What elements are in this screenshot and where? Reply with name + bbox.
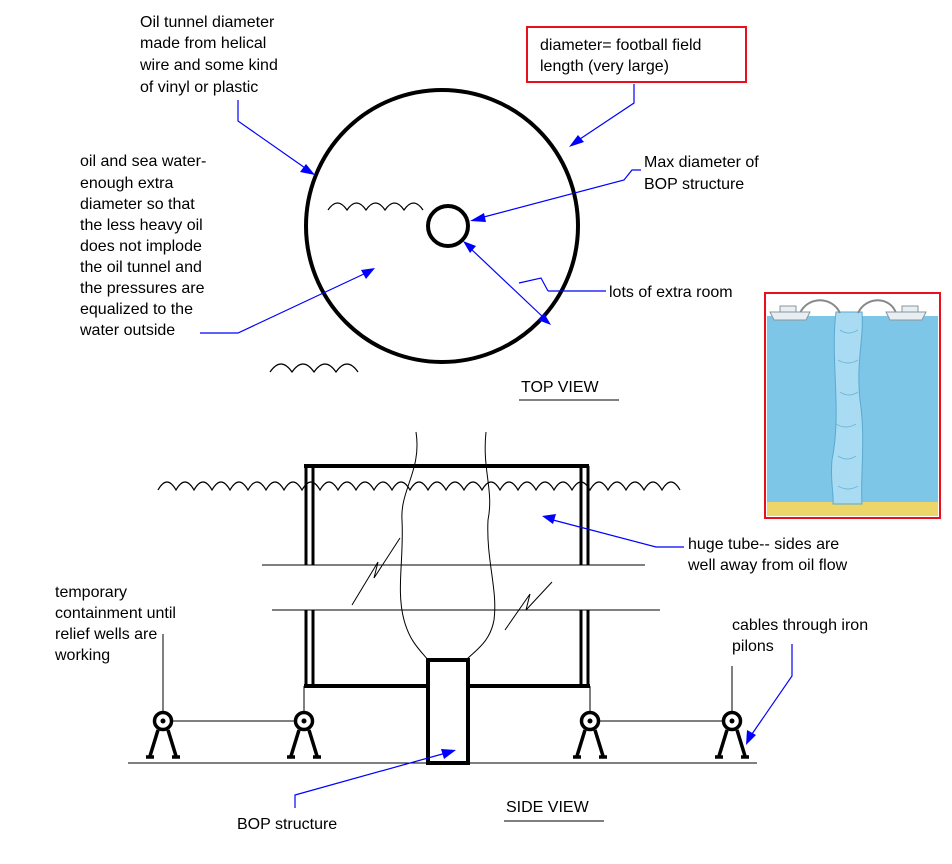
- inset-oil-tube: [830, 311, 864, 505]
- iron-pilon-1: [146, 710, 180, 759]
- inset-ship-right: [885, 305, 927, 321]
- sea-surface-waves: [157, 481, 681, 492]
- inset-tube-texture: [835, 329, 859, 490]
- leader-diameter-box: [576, 84, 635, 142]
- leader-tunnel-diameter: [237, 100, 309, 171]
- leader-oil-sea-water: [200, 272, 367, 334]
- top-view: TOP VIEW Oil tunnel diameter made from h…: [79, 14, 763, 401]
- note-bop: BOP structure: [237, 816, 337, 833]
- arrowhead-cables: [746, 730, 756, 745]
- arrowhead-extra-room-inner: [463, 241, 476, 253]
- inset-sea-floor: [767, 502, 938, 516]
- arrowhead-extra-room-outer: [538, 313, 551, 325]
- note-diameter-box: diameter= football field length (very la…: [540, 37, 706, 75]
- leader-max-bop: [479, 169, 641, 219]
- note-huge-tube: huge tube-- sides are well away from oil…: [687, 536, 848, 574]
- arrowhead-bop: [441, 749, 456, 759]
- note-extra-room: lots of extra room: [609, 284, 733, 301]
- note-max-bop: Max diameter of BOP structure: [644, 154, 763, 193]
- iron-pilon-4: [715, 710, 749, 759]
- arrowhead-huge-tube: [542, 514, 556, 524]
- iron-pilon-3: [573, 710, 607, 759]
- leader-cables: [751, 644, 793, 735]
- note-oil-sea-water: oil and sea water- enough extra diameter…: [79, 153, 211, 339]
- arrowhead-diameter-box: [569, 135, 584, 147]
- iron-pilon-2: [287, 710, 321, 759]
- note-cables: cables through iron pilons: [732, 617, 873, 655]
- arrowhead-tunnel-diameter: [300, 164, 315, 175]
- bop-structure: [426, 658, 470, 765]
- note-temporary: temporary containment until relief wells…: [54, 584, 180, 664]
- leader-bop: [294, 752, 447, 808]
- break-zigzag-right: [504, 581, 553, 631]
- oil-tunnel-outer-circle: [304, 88, 580, 364]
- inset-illustration: [764, 292, 941, 519]
- top-view-title: TOP VIEW: [521, 379, 600, 396]
- note-tunnel-diameter: Oil tunnel diameter made from helical wi…: [139, 14, 282, 96]
- water-waves-outside: [269, 363, 359, 374]
- water-waves-inside: [327, 202, 424, 212]
- bop-structure-circle: [426, 204, 470, 248]
- arrowhead-oil-sea-water: [361, 268, 375, 279]
- leader-huge-tube: [552, 519, 684, 548]
- inset-hose-right: [857, 299, 897, 314]
- side-view-title: SIDE VIEW: [506, 799, 590, 816]
- inset-ship-left: [769, 305, 811, 321]
- arrowhead-max-bop: [470, 213, 486, 222]
- diameter-note-box: [526, 26, 747, 83]
- leader-extra-room-bend: [518, 277, 549, 292]
- break-zigzag-left: [351, 537, 401, 606]
- side-view: SIDE VIEW huge tube-- sides are well awa…: [54, 431, 873, 833]
- dimension-extra-room: [469, 247, 545, 319]
- inset-hose-left: [799, 299, 841, 314]
